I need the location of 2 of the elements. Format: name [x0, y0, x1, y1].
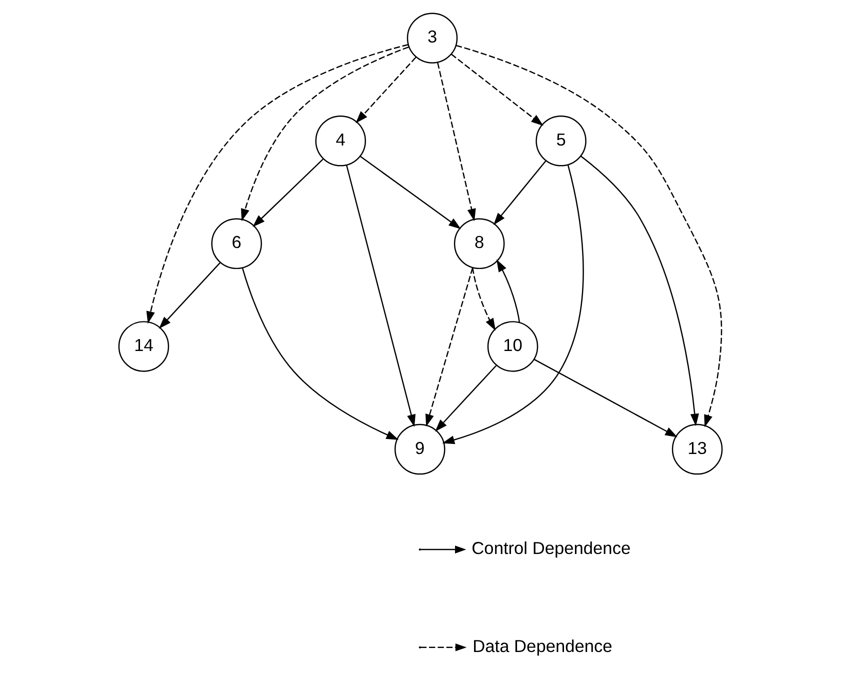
legend-label: Data Dependence [472, 636, 612, 656]
legend-label: Control Dependence [472, 538, 631, 558]
